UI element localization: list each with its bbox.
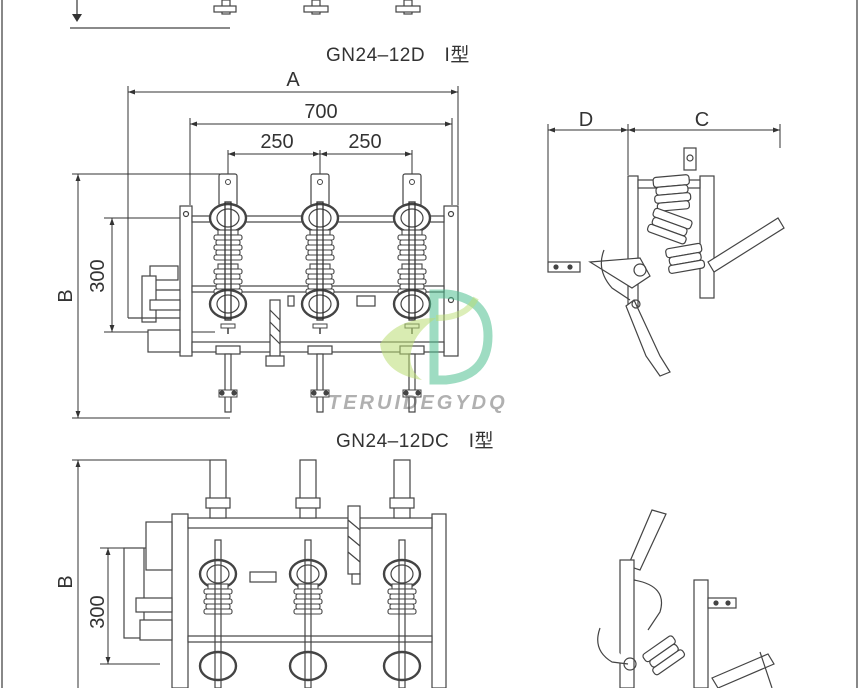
dim-pitch-left-label: 250 — [260, 131, 293, 153]
caption-gn24-12dc: GN24‒12DC I型 — [336, 431, 495, 452]
dim-pitch-right-label: 250 — [348, 131, 381, 153]
caption-gn24-12d: GN24‒12D I型 — [326, 45, 470, 66]
lower-dim-b-label: B — [55, 575, 77, 588]
lower-dim-300-label: 300 — [87, 595, 109, 628]
dimension-lines-side — [547, 124, 781, 262]
side-view-switch — [547, 147, 785, 377]
lower-side-view-switch — [597, 509, 775, 689]
lower-view-switch — [123, 459, 447, 689]
dim-c-label: C — [695, 109, 709, 131]
dim-d-label: D — [579, 109, 593, 131]
watermark-text: TERUIDEGYDQ — [328, 392, 508, 414]
watermark-logo — [380, 289, 493, 385]
dim-300-label: 300 — [87, 259, 109, 292]
dim-overall-label: 700 — [304, 101, 337, 123]
dim-a-label: A — [286, 69, 300, 91]
dim-b-label: B — [55, 289, 77, 302]
top-partial-view — [70, 0, 421, 29]
